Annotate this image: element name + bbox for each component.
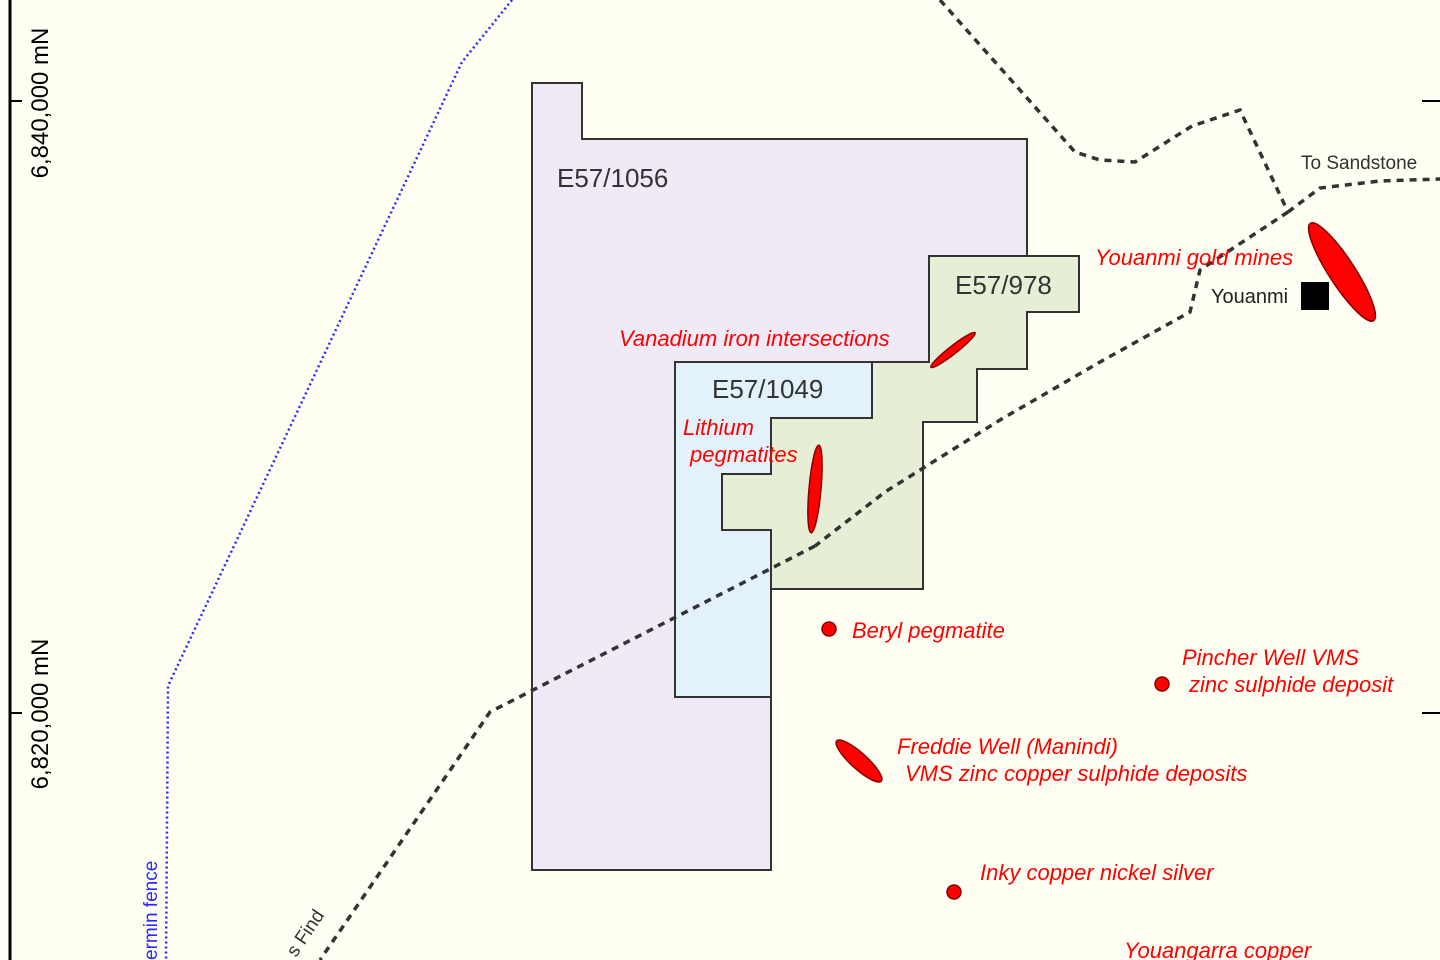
road-youanmi-spur <box>813 210 1289 548</box>
road-southwest <box>318 544 816 960</box>
northing-label-top: 6,840,000 mN <box>27 28 54 179</box>
label-lithium-line1: Lithium <box>683 415 754 440</box>
label-beryl-pegmatite: Beryl pegmatite <box>852 618 1005 643</box>
label-lithium-line2: pegmatites <box>689 442 798 467</box>
lithium-pegmatite-deposit[interactable] <box>805 444 825 534</box>
label-inky: Inky copper nickel silver <box>980 860 1215 885</box>
road-to-sandstone <box>1286 177 1440 214</box>
label-youangarra: Youangarra copper <box>1124 938 1313 960</box>
beryl-pegmatite-point[interactable] <box>821 621 837 637</box>
label-youanmi-gold-mines: Youanmi gold mines <box>1095 245 1293 270</box>
road-north <box>938 0 1290 213</box>
label-freddie-line2: VMS zinc copper sulphide deposits <box>905 761 1247 786</box>
label-pincher-line2: zinc sulphide deposit <box>1188 672 1394 697</box>
tenement-label-e57-978: E57/978 <box>955 270 1052 300</box>
freddie-well-deposit[interactable] <box>831 735 886 787</box>
tenement-e57-1049[interactable] <box>674 361 873 698</box>
map-frame <box>8 0 12 960</box>
vanadium-iron-deposit[interactable] <box>928 330 977 371</box>
northing-label-bottom: 6,820,000 mN <box>27 639 54 790</box>
label-vanadium-iron: Vanadium iron intersections <box>619 326 890 351</box>
label-fence: ermin fence <box>141 861 162 960</box>
label-pincher-line1: Pincher Well VMS <box>1182 645 1359 670</box>
pincher-well-point[interactable] <box>1154 676 1170 692</box>
inky-point[interactable] <box>946 884 962 900</box>
label-to-sandstone: To Sandstone <box>1301 153 1417 174</box>
youanmi-gold-mines-deposit[interactable] <box>1300 216 1385 327</box>
label-freddie-line1: Freddie Well (Manindi) <box>897 734 1118 759</box>
rabbit-proof-fence-line <box>164 0 513 960</box>
tenement-label-e57-1056: E57/1056 <box>557 163 668 193</box>
youanmi-town-marker[interactable] <box>1301 282 1329 310</box>
label-youanmi-town: Youanmi <box>1211 286 1288 308</box>
tenement-label-e57-1049: E57/1049 <box>712 374 823 404</box>
